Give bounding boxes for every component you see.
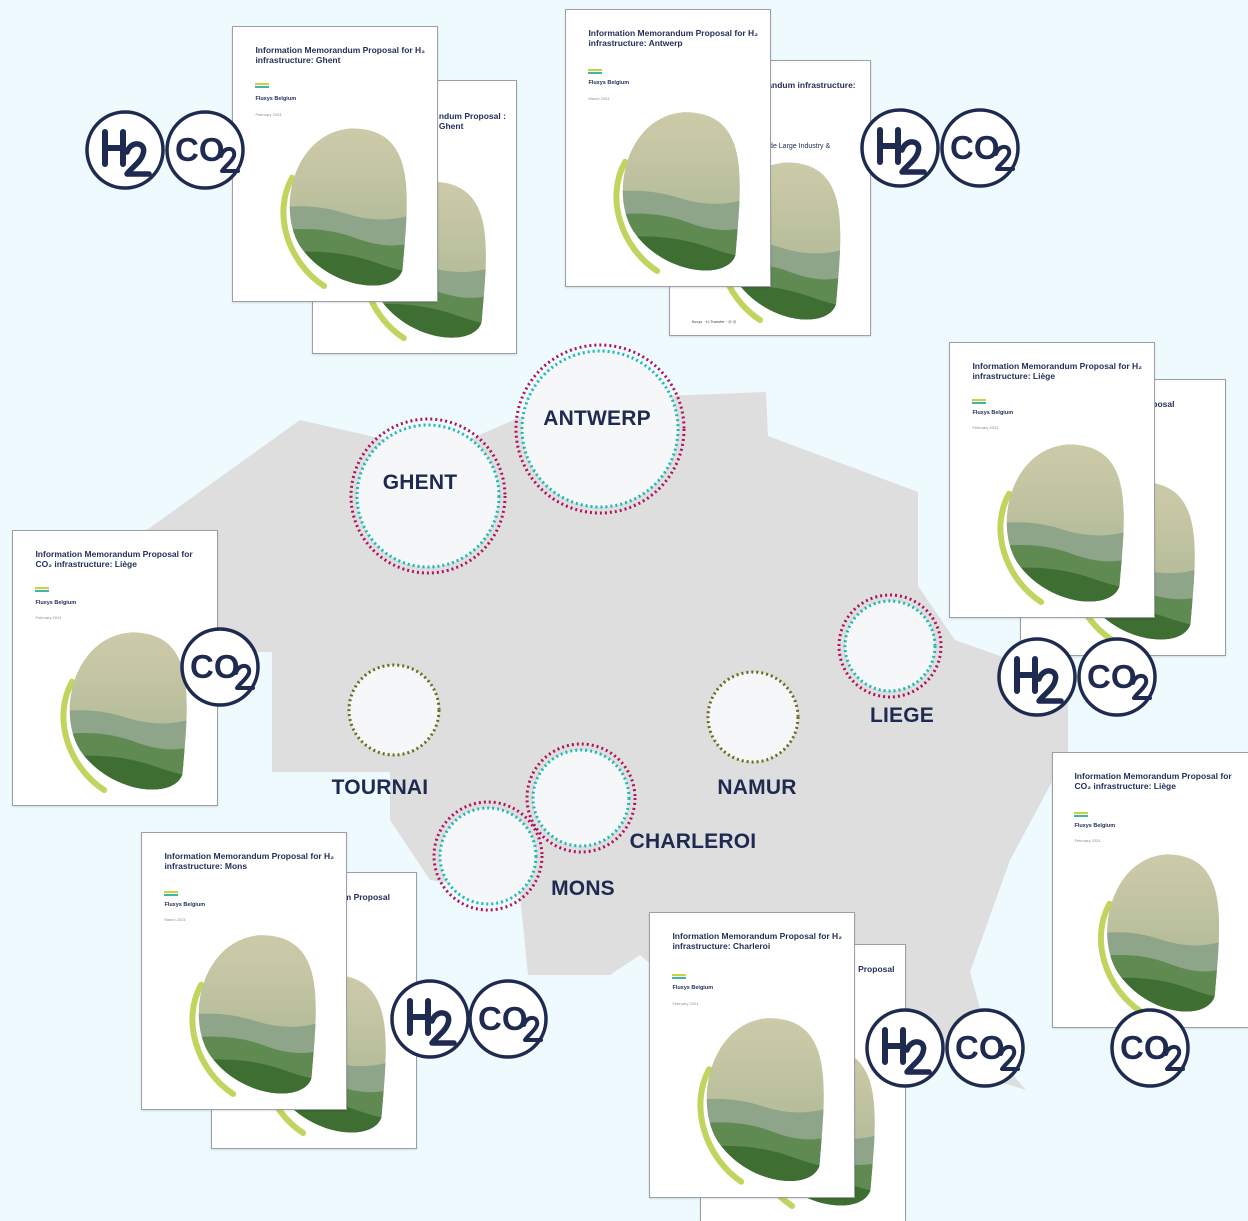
city-ring-namur	[706, 670, 800, 764]
svg-text:CO: CO	[955, 1029, 1005, 1066]
landscape-image	[697, 1018, 824, 1185]
landscape-image	[1098, 854, 1220, 1016]
landscape-image	[60, 632, 187, 794]
accent-bars	[672, 974, 687, 980]
accent-bars	[255, 83, 270, 89]
svg-text:CO: CO	[478, 1000, 528, 1037]
h2-badge-icon	[85, 110, 165, 190]
doc-ghent-front: Information Memorandum Proposal for H₂ i…	[232, 26, 438, 302]
landscape-image	[997, 444, 1124, 606]
city-label-liege: LIEGE	[869, 704, 935, 727]
city-ring-mons	[432, 800, 544, 912]
co2-badge-icon: CO	[945, 1008, 1025, 1088]
svg-text:CO: CO	[1087, 658, 1137, 695]
landscape-image	[189, 935, 316, 1097]
svg-text:CO: CO	[175, 131, 225, 168]
landscape-image	[280, 128, 407, 290]
city-ring-tournai	[347, 663, 441, 757]
co2-badge-icon: CO	[1110, 1008, 1190, 1088]
city-label-ghent: GHENT	[382, 471, 458, 494]
doc-antwerp-front: Information Memorandum Proposal for H₂ i…	[565, 9, 771, 287]
city-label-charleroi: CHARLEROI	[629, 830, 757, 853]
city-ring-liege	[837, 593, 943, 699]
svg-text:CO: CO	[190, 648, 240, 685]
accent-bars	[588, 69, 603, 75]
accent-bars	[972, 399, 987, 405]
city-label-tournai: TOURNAI	[331, 776, 429, 799]
co2-badge-icon: CO	[180, 627, 260, 707]
h2-badge-icon	[997, 637, 1077, 717]
co2-badge-icon: CO	[468, 979, 548, 1059]
city-label-namur: NAMUR	[717, 776, 797, 799]
city-label-mons: MONS	[551, 877, 615, 900]
city-label-antwerp: ANTWERP	[543, 407, 651, 430]
co2-badge-icon: CO	[1077, 637, 1157, 717]
co2-badge-icon: CO	[165, 110, 245, 190]
h2-badge-icon	[860, 108, 940, 188]
city-ring-charleroi	[525, 742, 637, 854]
doc-liege-co2: Information Memorandum Proposal for CO₂ …	[12, 530, 218, 806]
doc-liege-h2-front: Information Memorandum Proposal for H₂ i…	[949, 342, 1155, 618]
svg-text:CO: CO	[1120, 1029, 1170, 1066]
accent-bars	[164, 890, 179, 897]
doc-charleroi-front: Information Memorandum Proposal for H₂ i…	[649, 912, 855, 1198]
h2-badge-icon	[390, 979, 470, 1059]
h2-badge-icon	[865, 1008, 945, 1088]
city-ring-ghent	[349, 417, 507, 575]
landscape-image	[613, 112, 740, 274]
svg-text:CO: CO	[950, 129, 1000, 166]
city-ring-antwerp	[514, 343, 686, 515]
co2-badge-icon: CO	[940, 108, 1020, 188]
doc-right-co2: Information Memorandum Proposal for CO₂ …	[1052, 752, 1248, 1028]
doc-mons-front: Information Memorandum Proposal for H₂ i…	[141, 832, 347, 1110]
accent-bars	[1074, 811, 1089, 818]
accent-bars	[35, 587, 50, 593]
